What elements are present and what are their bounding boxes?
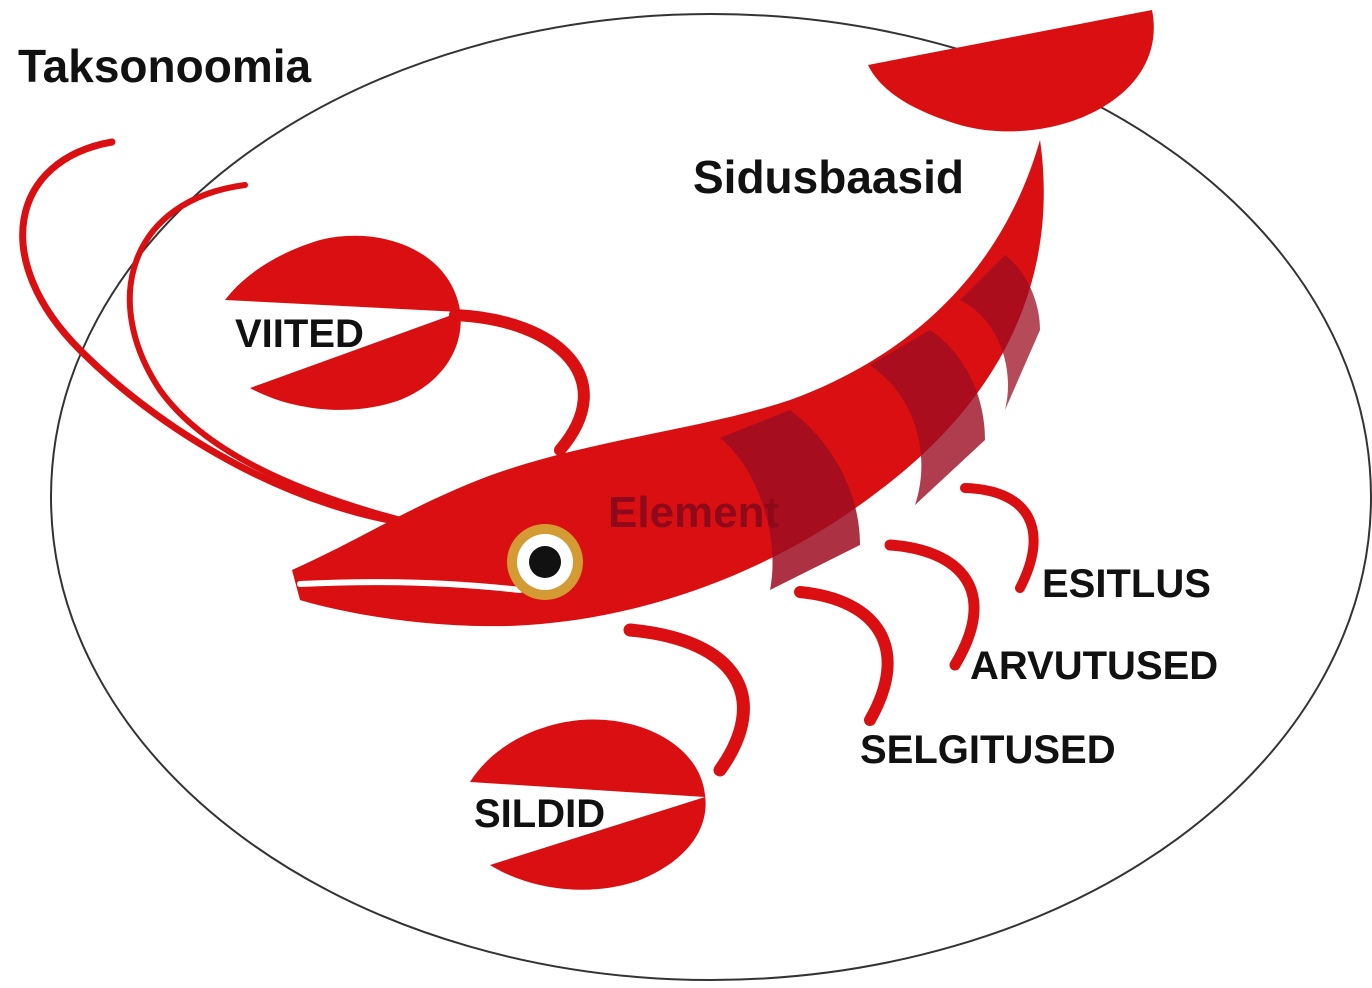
label-presentation: ESITLUS (1042, 562, 1211, 606)
label-references: VIITED (235, 312, 364, 356)
upper-claw-arm (455, 315, 584, 450)
leg-presentation (965, 488, 1034, 588)
leg-definition (800, 592, 888, 720)
label-calculations: ARVUTUSED (970, 644, 1218, 688)
label-element: Element (608, 488, 780, 537)
taxonomy-title: Taksonoomia (18, 40, 312, 92)
label-linkbases: Sidusbaasid (693, 151, 964, 203)
eye-pupil (529, 546, 561, 578)
leg-calculation (890, 545, 974, 665)
label-definitions: SELGITUSED (860, 728, 1116, 772)
label-labels: SILDID (474, 792, 605, 836)
